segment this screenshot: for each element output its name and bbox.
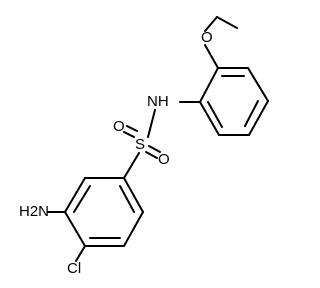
chemical-structure-diagram: O NH O S O H2N Cl: [19, 16, 269, 277]
bond-s-o-upper-b: [126, 125, 138, 132]
bond-s-o-upper-a: [123, 131, 135, 138]
bond-lower-ring-inner-1: [73, 185, 91, 213]
atom-o-sulfonyl-lower: O: [158, 151, 170, 168]
bond-upper-ring-3: [248, 100, 269, 136]
bond-upper-ring-6: [199, 67, 219, 103]
bond-upper-ring-2: [247, 67, 269, 102]
atom-o-sulfonyl-upper: O: [113, 118, 125, 135]
bond-lower-ring-6: [123, 177, 144, 213]
bonds: [47, 16, 269, 262]
bond-ethyl-ch2-o: [204, 16, 218, 32]
bond-lower-ring-2: [64, 177, 86, 213]
bond-ethyl-ch3-ch2: [216, 16, 238, 29]
atom-s: S: [135, 136, 145, 153]
atom-nh2: H2N: [19, 203, 49, 220]
atom-nh: NH: [147, 93, 169, 110]
bond-s-lower-ring: [123, 152, 140, 179]
bond-s-o-lower-a: [145, 151, 158, 159]
bond-lower-ring-3: [64, 211, 86, 247]
bond-lower-ring-inner-3: [119, 185, 135, 213]
bond-upper-ring-inner-2: [244, 100, 259, 127]
bond-nh-s: [147, 109, 156, 138]
bond-lower-ring-5: [123, 211, 144, 247]
atom-labels: O NH O S O H2N Cl: [19, 29, 213, 277]
bond-upper-ring-inner-3: [207, 101, 223, 128]
bond-upper-ring-5: [199, 101, 220, 136]
bond-ether-o-ring: [204, 44, 219, 69]
atom-cl: Cl: [67, 260, 81, 277]
bond-ring-cl: [75, 245, 86, 262]
atom-o-ether: O: [201, 29, 213, 46]
bond-s-o-lower-b: [148, 145, 161, 153]
